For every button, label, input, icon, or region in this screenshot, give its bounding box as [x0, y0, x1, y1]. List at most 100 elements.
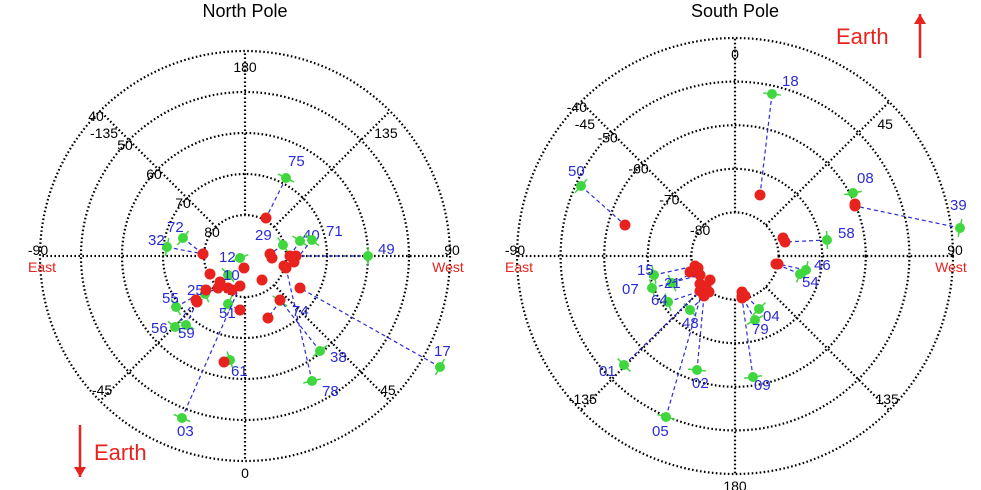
feature-connector	[759, 93, 773, 196]
longitude-label: 135	[875, 391, 899, 407]
feature-label: 50	[568, 163, 585, 180]
latitude-ring	[515, 36, 955, 476]
red-marker	[238, 262, 250, 274]
feature-label: 58	[838, 225, 855, 242]
red-marker	[256, 274, 268, 286]
feature-label: 21	[664, 275, 681, 292]
red-marker	[226, 284, 238, 296]
red-marker	[262, 312, 274, 324]
longitude-spoke	[580, 286, 705, 411]
feature-label: 03	[177, 423, 194, 440]
feature-connector	[265, 177, 287, 219]
feature-label: 09	[754, 377, 771, 394]
feature-label: 15	[637, 262, 654, 279]
longitude-label: 180	[233, 59, 257, 75]
red-marker	[849, 200, 861, 212]
feature-label: 12	[219, 249, 236, 266]
feature-label: 48	[682, 315, 699, 332]
feature-label: 61	[231, 363, 248, 380]
feature-label: 05	[652, 423, 669, 440]
red-marker	[754, 189, 766, 201]
feature-connector	[854, 205, 961, 229]
longitude-label: 180	[723, 478, 747, 490]
green-marker	[692, 365, 702, 375]
red-marker	[290, 250, 302, 262]
feature-label: 74	[292, 303, 309, 320]
feature-label: 75	[288, 153, 305, 170]
green-marker	[278, 240, 288, 250]
green-marker	[435, 362, 445, 372]
green-marker	[170, 322, 180, 332]
green-marker	[649, 270, 659, 280]
feature-label: 02	[692, 375, 709, 392]
feature-label: 04	[763, 308, 780, 325]
feature-label: 39	[950, 197, 967, 214]
latitude-label: 50	[117, 137, 133, 153]
latitude-label: 70	[175, 195, 191, 211]
green-marker	[795, 269, 805, 279]
feature-label: 49	[378, 241, 395, 258]
feature-label: 01	[599, 363, 616, 380]
feature-connector	[696, 295, 705, 371]
red-marker	[684, 266, 696, 278]
feature-connector	[279, 299, 321, 352]
red-marker	[274, 294, 286, 306]
feature-connector	[181, 285, 241, 419]
green-marker	[848, 188, 858, 198]
red-marker	[694, 278, 706, 290]
red-marker	[191, 296, 203, 308]
red-marker	[704, 274, 716, 286]
feature-label: 46	[814, 257, 831, 274]
green-marker	[663, 297, 673, 307]
feature-connector	[784, 239, 828, 243]
feature-connector	[299, 287, 441, 368]
longitude-spoke	[580, 101, 705, 226]
longitude-label: 45	[380, 382, 396, 398]
red-marker	[770, 258, 782, 270]
green-marker	[661, 412, 671, 422]
red-marker	[204, 268, 216, 280]
green-marker	[315, 346, 325, 356]
red-marker	[266, 252, 278, 264]
longitude-spoke	[765, 101, 890, 226]
west-label: West	[432, 259, 464, 275]
earth-arrow	[914, 14, 926, 58]
feature-connector	[166, 246, 204, 255]
red-marker	[234, 304, 246, 316]
latitude-ring	[559, 80, 911, 432]
red-marker	[218, 356, 230, 368]
earth-arrow-head	[74, 467, 86, 477]
latitude-label: 40	[88, 108, 104, 124]
feature-label: 25	[187, 282, 204, 299]
green-marker	[307, 235, 317, 245]
longitude-spoke	[99, 284, 217, 402]
feature-label: 54	[802, 274, 819, 291]
feature-label: 38	[330, 349, 347, 366]
east-label: East	[505, 259, 533, 275]
green-marker	[295, 236, 305, 246]
latitude-ring	[79, 90, 411, 422]
green-marker	[748, 372, 758, 382]
red-marker	[212, 282, 224, 294]
green-marker	[750, 315, 760, 325]
latitude-label: -70	[659, 191, 679, 207]
east-label: East	[28, 259, 56, 275]
latitude-ring	[646, 167, 824, 345]
feature-label: 71	[326, 223, 343, 240]
green-marker	[576, 181, 586, 191]
red-marker	[200, 284, 212, 296]
feature-label: 78	[322, 383, 339, 400]
longitude-label: -90	[505, 242, 525, 258]
longitude-label: -45	[575, 116, 595, 132]
feature-connector	[741, 297, 754, 378]
green-marker	[955, 223, 965, 233]
feature-label: 79	[752, 321, 769, 338]
green-marker	[281, 173, 291, 183]
longitude-label: 0	[241, 465, 249, 481]
feature-connector	[651, 274, 701, 289]
latitude-label: 80	[204, 224, 220, 240]
longitude-label: 45	[877, 116, 893, 132]
green-marker	[754, 304, 764, 314]
